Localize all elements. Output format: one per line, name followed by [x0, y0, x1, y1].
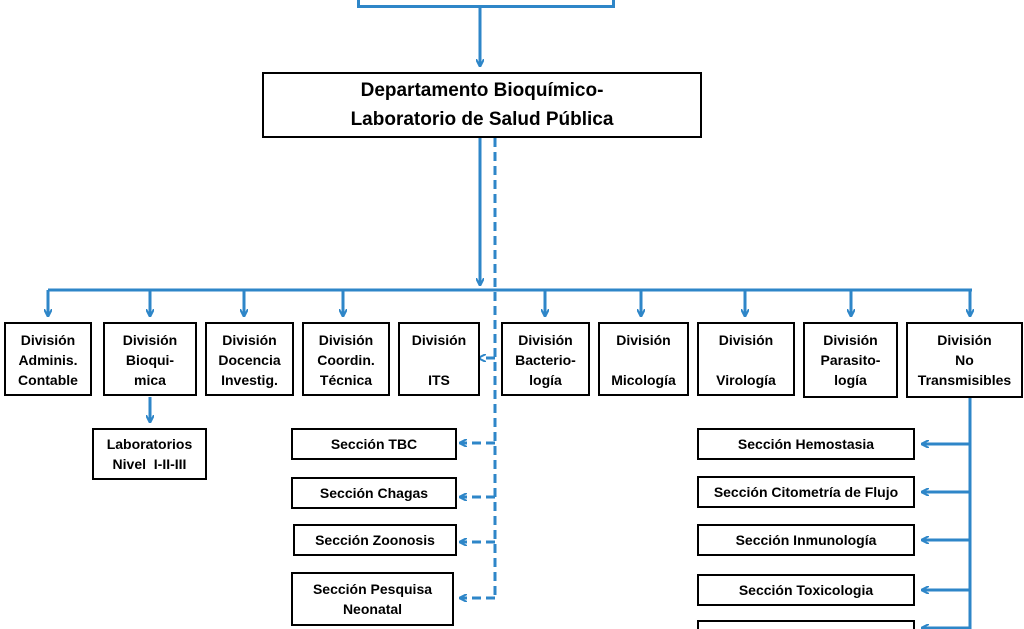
main-department-box: Departamento Bioquímico- Laboratorio de …	[262, 72, 702, 138]
seccion-citometria-de-flujo: Sección Citometría de Flujo	[697, 476, 915, 508]
division-label: Coordin.	[317, 352, 375, 368]
division-label: Bioqui-	[125, 352, 175, 368]
division-label: División	[20, 332, 76, 348]
division-label: Adminis.	[18, 352, 78, 368]
division-virologia: División Virología	[697, 322, 795, 396]
seccion-tbc: Sección TBC	[291, 428, 457, 460]
laboratorios-nivel-box: Laboratorios Nivel I-II-III	[92, 428, 207, 480]
division-coordin-tecnica: División Coordin. Técnica	[302, 322, 390, 396]
division-label: División	[122, 332, 178, 348]
section-label: Sección Chagas	[319, 485, 429, 501]
division-label: División	[616, 332, 671, 348]
division-its: División ITS	[398, 322, 480, 396]
division-label: Contable	[18, 372, 78, 388]
division-label: logía	[529, 372, 562, 388]
main-title-line2: Laboratorio de Salud Pública	[350, 109, 614, 130]
section-label: Sección Citometría de Flujo	[713, 484, 899, 500]
seccion-inmunologia: Sección Inmunología	[697, 524, 915, 556]
division-adminis-contable: División Adminis. Contable	[4, 322, 92, 396]
division-label: mica	[134, 372, 166, 388]
top-parent-box	[357, 0, 615, 8]
section-label: Neonatal	[342, 601, 403, 617]
division-label: División	[222, 332, 277, 348]
division-label: División	[823, 332, 878, 348]
division-label: División	[411, 332, 467, 348]
section-label: Sección Inmunología	[735, 532, 877, 548]
main-title-line1: Departamento Bioquímico-	[360, 80, 604, 101]
division-label: Investig.	[221, 372, 278, 388]
division-label: División	[518, 332, 573, 348]
seccion-cut-off-box	[697, 620, 915, 629]
division-label: Transmisibles	[917, 372, 1012, 388]
labs-line2: Nivel I-II-III	[112, 456, 187, 472]
division-label: División	[718, 332, 774, 348]
division-label: ITS	[428, 372, 450, 388]
seccion-zoonosis: Sección Zoonosis	[293, 524, 457, 556]
division-micologia: División Micología	[598, 322, 689, 396]
seccion-hemostasia: Sección Hemostasia	[697, 428, 915, 460]
seccion-toxicologia: Sección Toxicologia	[697, 574, 915, 606]
section-label: Sección Toxicologia	[738, 582, 874, 598]
division-label: No	[955, 352, 974, 368]
division-docencia-investig: División Docencia Investig.	[205, 322, 294, 396]
section-label: Sección Hemostasia	[737, 436, 875, 452]
division-label: Técnica	[319, 372, 373, 388]
seccion-pesquisa-neonatal: Sección Pesquisa Neonatal	[291, 572, 454, 626]
labs-line1: Laboratorios	[106, 436, 193, 452]
section-label: Sección Zoonosis	[315, 532, 435, 548]
division-label: Bacterio-	[515, 352, 576, 368]
division-label: Micología	[611, 372, 676, 388]
section-label: Sección Pesquisa	[312, 581, 433, 597]
division-label: División	[318, 332, 374, 348]
division-label: Virología	[716, 372, 776, 388]
division-bioquimica: División Bioqui- mica	[103, 322, 197, 396]
division-label: Parasito-	[820, 352, 881, 368]
division-label: División	[937, 332, 992, 348]
division-no-transmisibles: División No Transmisibles	[906, 322, 1023, 398]
section-label: Sección TBC	[330, 436, 418, 452]
division-label: Docencia	[218, 352, 281, 368]
division-label: logía	[834, 372, 867, 388]
division-parasitologia: División Parasito- logía	[803, 322, 898, 398]
seccion-chagas: Sección Chagas	[291, 477, 457, 509]
division-bacteriologia: División Bacterio- logía	[501, 322, 590, 396]
